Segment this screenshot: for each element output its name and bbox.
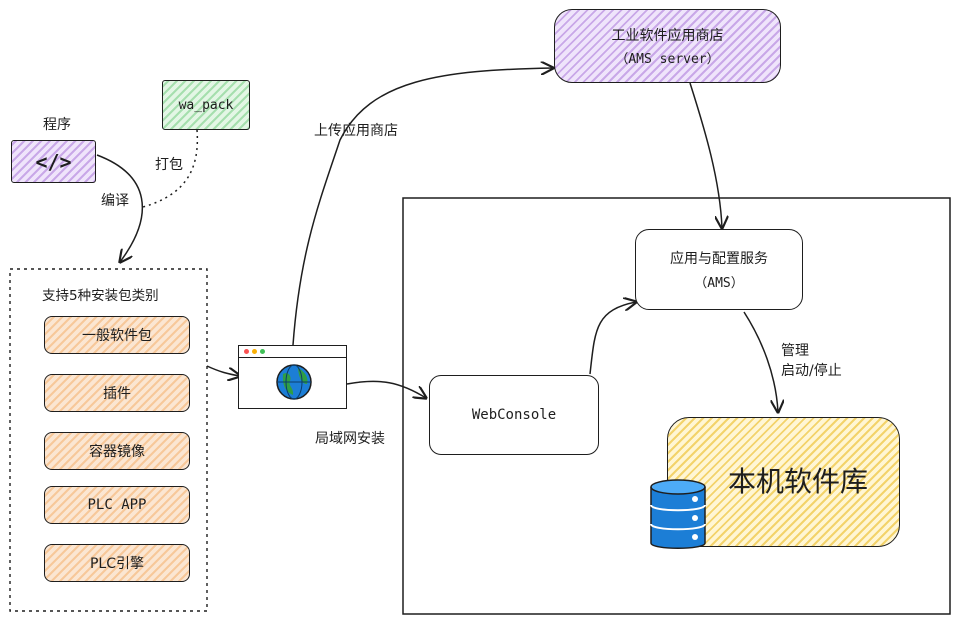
store-to-ams-arrow <box>689 82 722 228</box>
upload-label: 上传应用商店 <box>314 123 398 139</box>
browser-window-icon[interactable] <box>238 345 347 409</box>
lan-install-arrow <box>346 380 426 398</box>
pack-label: 打包 <box>155 157 183 173</box>
pack-dotted-line <box>142 129 199 208</box>
package-type-general[interactable]: 一般软件包 <box>44 316 190 354</box>
start-stop-label: 启动/停止 <box>781 363 842 379</box>
ams-to-library-arrow <box>743 311 778 412</box>
manage-label: 管理 <box>781 343 809 359</box>
package-type-plc-app[interactable]: PLC APP <box>44 486 190 524</box>
package-type-plc-engine[interactable]: PLC引擎 <box>44 544 190 582</box>
package-type-container-image[interactable]: 容器镜像 <box>44 432 190 470</box>
package-group-frame <box>9 268 208 612</box>
upload-arrow <box>292 68 553 346</box>
compile-arrow <box>96 154 143 262</box>
database-icon <box>650 479 706 549</box>
ams-title: 应用与配置服务 <box>670 251 768 267</box>
ams-service-node[interactable]: 应用与配置服务 （AMS） <box>635 229 803 310</box>
lan-install-label: 局域网安装 <box>315 431 385 447</box>
local-library-label: 本机软件库 <box>728 465 869 498</box>
ams-subtitle: （AMS） <box>694 276 744 291</box>
compile-label: 编译 <box>101 193 129 209</box>
local-software-library-node[interactable]: 本机软件库 <box>667 417 900 547</box>
code-icon: </> <box>35 149 72 174</box>
group-to-browser-arrow <box>206 365 240 376</box>
ams-server-store-node[interactable]: 工业软件应用商店 （AMS server） <box>554 9 781 83</box>
webconsole-node[interactable]: WebConsole <box>429 375 599 455</box>
webconsole-label: WebConsole <box>471 407 557 423</box>
store-title: 工业软件应用商店 <box>611 28 724 44</box>
wa-pack-label: wa_pack <box>178 97 234 113</box>
program-label: 程序 <box>43 117 71 133</box>
globe-icon <box>276 364 312 400</box>
wa-pack-node[interactable]: wa_pack <box>162 80 250 130</box>
program-node[interactable]: </> <box>11 140 96 183</box>
local-machine-frame <box>402 197 951 615</box>
store-subtitle: （AMS server） <box>615 52 720 67</box>
webconsole-to-ams-arrow <box>589 302 636 375</box>
package-group-title: 支持5种安装包类别 <box>42 288 159 304</box>
package-type-plugin[interactable]: 插件 <box>44 374 190 412</box>
